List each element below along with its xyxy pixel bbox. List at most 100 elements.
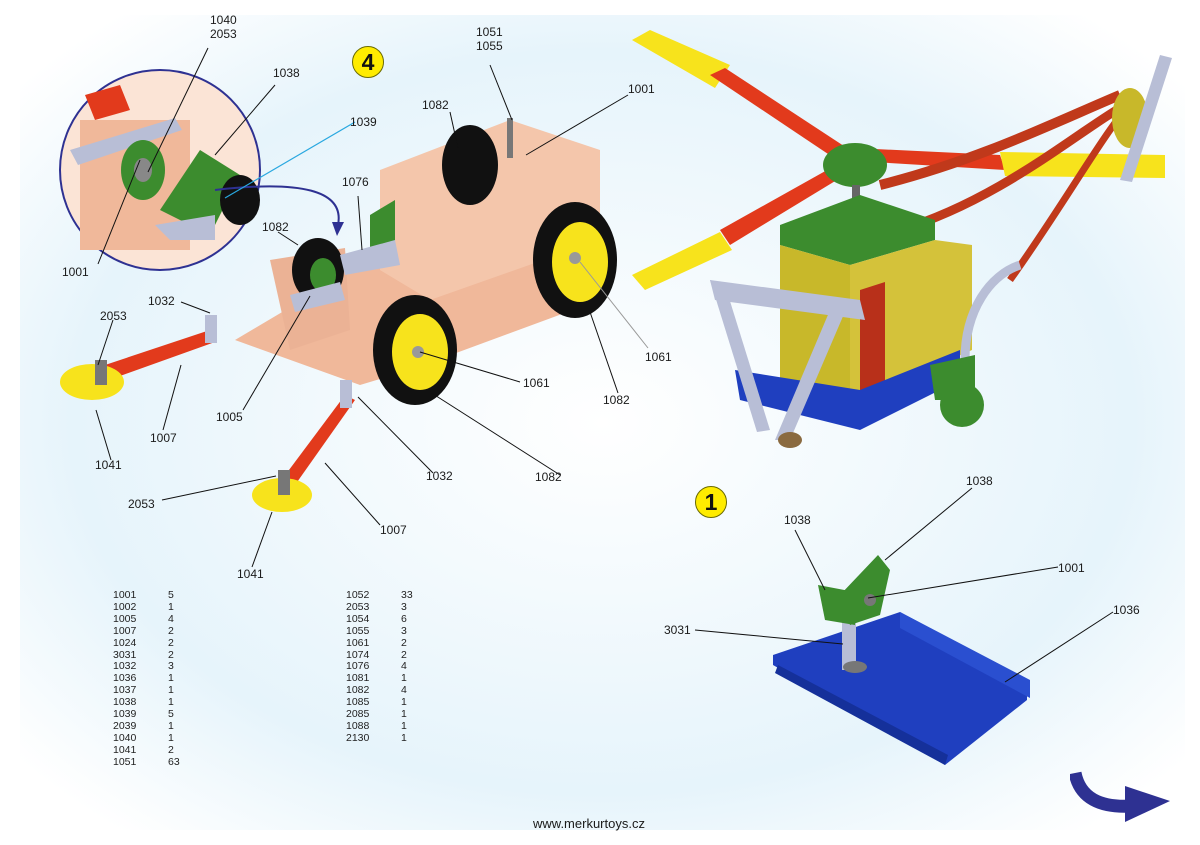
part-quantity: 4 xyxy=(401,660,407,673)
part-quantity: 4 xyxy=(168,612,174,625)
callout-1082-mid: 1082 xyxy=(262,220,289,234)
part-quantity: 1 xyxy=(401,731,407,744)
parts-list-row: 2130 1 xyxy=(346,731,431,745)
part-quantity: 1 xyxy=(401,708,407,721)
part-quantity: 4 xyxy=(401,684,407,697)
part-quantity: 1 xyxy=(401,672,407,685)
parts-list-row: 1001 5 xyxy=(113,589,198,602)
footer-website-url[interactable]: www.merkurtoys.cz xyxy=(533,816,645,831)
part-code: 1040 xyxy=(113,731,137,744)
callout-1082-front: 1082 xyxy=(535,470,562,484)
part-code: 1051 xyxy=(113,755,137,768)
callout-1032-left: 1032 xyxy=(148,294,175,308)
part-code: 1052 xyxy=(346,589,370,601)
callout-text: 1055 xyxy=(476,39,503,53)
callout-1001-top: 1001 xyxy=(628,82,655,96)
callout-1051-1055: 1051 1055 xyxy=(476,25,503,53)
parts-list-row: 3031 2 xyxy=(113,648,198,662)
callout-1001-detail: 1001 xyxy=(62,265,89,279)
part-quantity: 5 xyxy=(168,708,174,721)
part-code: 3031 xyxy=(113,648,137,661)
part-code: 1001 xyxy=(113,589,137,601)
parts-list-row: 1051 63 xyxy=(113,755,198,769)
part-code: 1032 xyxy=(113,660,137,673)
part-code: 1082 xyxy=(346,684,370,697)
callout-1082-rear: 1082 xyxy=(603,393,630,407)
part-quantity: 63 xyxy=(168,755,180,768)
part-code: 1055 xyxy=(346,624,370,637)
tail-boom xyxy=(878,55,1172,283)
part-code: 2053 xyxy=(346,600,370,613)
parts-list-row: 1088 1 xyxy=(346,719,431,733)
callout-text: 1040 xyxy=(210,13,237,27)
part-quantity: 3 xyxy=(401,600,407,613)
callout-1038-b: 1038 xyxy=(784,513,811,527)
callout-1001: 1001 xyxy=(1058,561,1085,575)
part-quantity: 2 xyxy=(401,636,407,649)
part-code: 1041 xyxy=(113,743,137,756)
cabin xyxy=(710,195,1022,448)
parts-list-row: 1041 2 xyxy=(113,743,198,757)
callout-1007-bottom: 1007 xyxy=(380,523,407,537)
callout-1007-left: 1007 xyxy=(150,431,177,445)
part-code: 1054 xyxy=(346,612,370,625)
part-quantity: 6 xyxy=(401,612,407,625)
callout-1032-bottom: 1032 xyxy=(426,469,453,483)
part-code: 1037 xyxy=(113,684,137,697)
part-quantity: 1 xyxy=(168,600,174,613)
callout-1061-rear: 1061 xyxy=(645,350,672,364)
parts-list-row: 1005 4 xyxy=(113,612,198,626)
callout-1076: 1076 xyxy=(342,175,369,189)
callout-1038-a: 1038 xyxy=(966,474,993,488)
part-code: 1074 xyxy=(346,648,370,661)
part-quantity: 1 xyxy=(401,696,407,709)
callout-1036: 1036 xyxy=(1113,603,1140,617)
step1-assembly xyxy=(773,555,1030,765)
part-quantity: 2 xyxy=(168,743,174,756)
callout-1039: 1039 xyxy=(350,115,377,129)
part-code: 2130 xyxy=(346,731,370,744)
callout-text: 1051 xyxy=(476,25,503,39)
part-code: 1061 xyxy=(346,636,370,649)
step1-leader-lines xyxy=(694,487,1114,683)
part-code: 1039 xyxy=(113,708,137,721)
parts-list-row: 2053 3 xyxy=(346,600,431,614)
part-quantity: 33 xyxy=(401,589,413,601)
part-code: 1038 xyxy=(113,696,137,709)
callout-1082-top: 1082 xyxy=(422,98,449,112)
part-quantity: 1 xyxy=(168,672,174,685)
callout-1038: 1038 xyxy=(273,66,300,80)
part-code: 1005 xyxy=(113,612,137,625)
step-number-badge-4: 4 xyxy=(352,46,384,78)
part-code: 1007 xyxy=(113,624,137,637)
parts-list-row: 2085 1 xyxy=(346,708,431,721)
step4-leader-lines xyxy=(95,47,649,568)
callout-1040-2053: 1040 2053 xyxy=(210,13,237,41)
part-quantity: 1 xyxy=(401,719,407,732)
part-quantity: 1 xyxy=(168,684,174,697)
curved-arrow-right-icon[interactable] xyxy=(1070,768,1175,826)
part-quantity: 2 xyxy=(168,648,174,661)
callout-1005: 1005 xyxy=(216,410,243,424)
part-quantity: 1 xyxy=(168,719,174,732)
part-code: 1088 xyxy=(346,719,370,732)
part-code: 1085 xyxy=(346,696,370,709)
tractor-model xyxy=(60,118,617,512)
step-number-badge-1: 1 xyxy=(695,486,727,518)
callout-1041-bottom: 1041 xyxy=(237,567,264,581)
part-code: 1076 xyxy=(346,660,370,673)
part-quantity: 5 xyxy=(168,589,174,601)
callout-2053-bottom: 2053 xyxy=(128,497,155,511)
part-code: 2085 xyxy=(346,708,370,721)
